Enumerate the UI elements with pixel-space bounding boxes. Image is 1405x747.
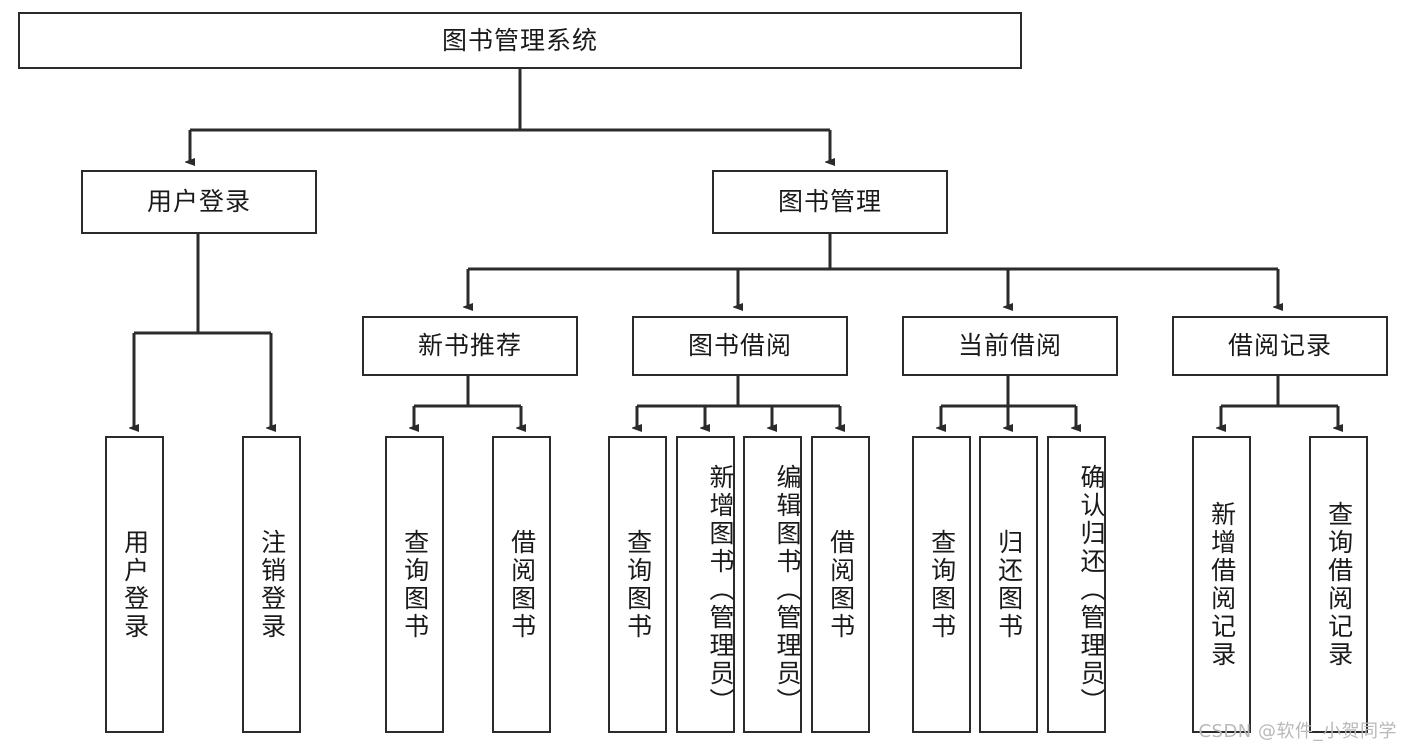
leaf-borrow-books-newbook[interactable]: 借阅图书	[492, 436, 551, 733]
node-label: 借阅图书	[826, 528, 856, 641]
node-label: 用户登录	[146, 187, 251, 216]
leaf-borrow-books-borrow[interactable]: 借阅图书	[811, 436, 870, 733]
node-root-book-management-system[interactable]: 图书管理系统	[18, 12, 1022, 69]
node-user-login[interactable]: 用户登录	[81, 170, 317, 234]
leaf-query-books-borrow[interactable]: 查询图书	[608, 436, 667, 733]
node-label: 图书借阅	[687, 331, 792, 360]
node-label: 查询图书	[623, 528, 653, 641]
node-label: 新书推荐	[417, 331, 522, 360]
node-label: 归还图书	[994, 528, 1024, 641]
node-label: 图书管理系统	[441, 25, 598, 55]
leaf-user-login[interactable]: 用户登录	[105, 436, 164, 733]
node-label: 借阅记录	[1227, 331, 1332, 360]
leaf-query-borrow-record[interactable]: 查询借阅记录	[1309, 436, 1368, 733]
node-label: 查询借阅记录	[1324, 500, 1354, 669]
node-label: 图书管理	[777, 187, 882, 216]
node-label: 注销登录	[257, 528, 287, 641]
leaf-add-book-admin[interactable]: 新增图书（管理员）	[676, 436, 735, 733]
leaf-return-books[interactable]: 归还图书	[979, 436, 1038, 733]
node-label: 借阅图书	[507, 528, 537, 641]
node-new-book-recommendation[interactable]: 新书推荐	[362, 316, 578, 376]
leaf-query-books-current[interactable]: 查询图书	[912, 436, 971, 733]
leaf-query-books-newbook[interactable]: 查询图书	[385, 436, 444, 733]
leaf-add-borrow-record[interactable]: 新增借阅记录	[1192, 436, 1251, 733]
node-borrowing-records[interactable]: 借阅记录	[1172, 316, 1388, 376]
node-label: 新增图书（管理员）	[706, 463, 735, 716]
node-label: 编辑图书（管理员）	[773, 463, 802, 716]
node-book-management[interactable]: 图书管理	[712, 170, 948, 234]
node-current-borrowing[interactable]: 当前借阅	[902, 316, 1118, 376]
node-label: 确认归还（管理员）	[1077, 463, 1106, 716]
node-label: 查询图书	[400, 528, 430, 641]
node-label: 新增借阅记录	[1207, 500, 1237, 669]
leaf-edit-book-admin[interactable]: 编辑图书（管理员）	[743, 436, 802, 733]
node-label: 查询图书	[927, 528, 957, 641]
node-label: 当前借阅	[957, 331, 1062, 360]
node-label: 用户登录	[120, 528, 150, 641]
leaf-logout[interactable]: 注销登录	[242, 436, 301, 733]
leaf-confirm-return-admin[interactable]: 确认归还（管理员）	[1047, 436, 1106, 733]
node-book-borrowing[interactable]: 图书借阅	[632, 316, 848, 376]
